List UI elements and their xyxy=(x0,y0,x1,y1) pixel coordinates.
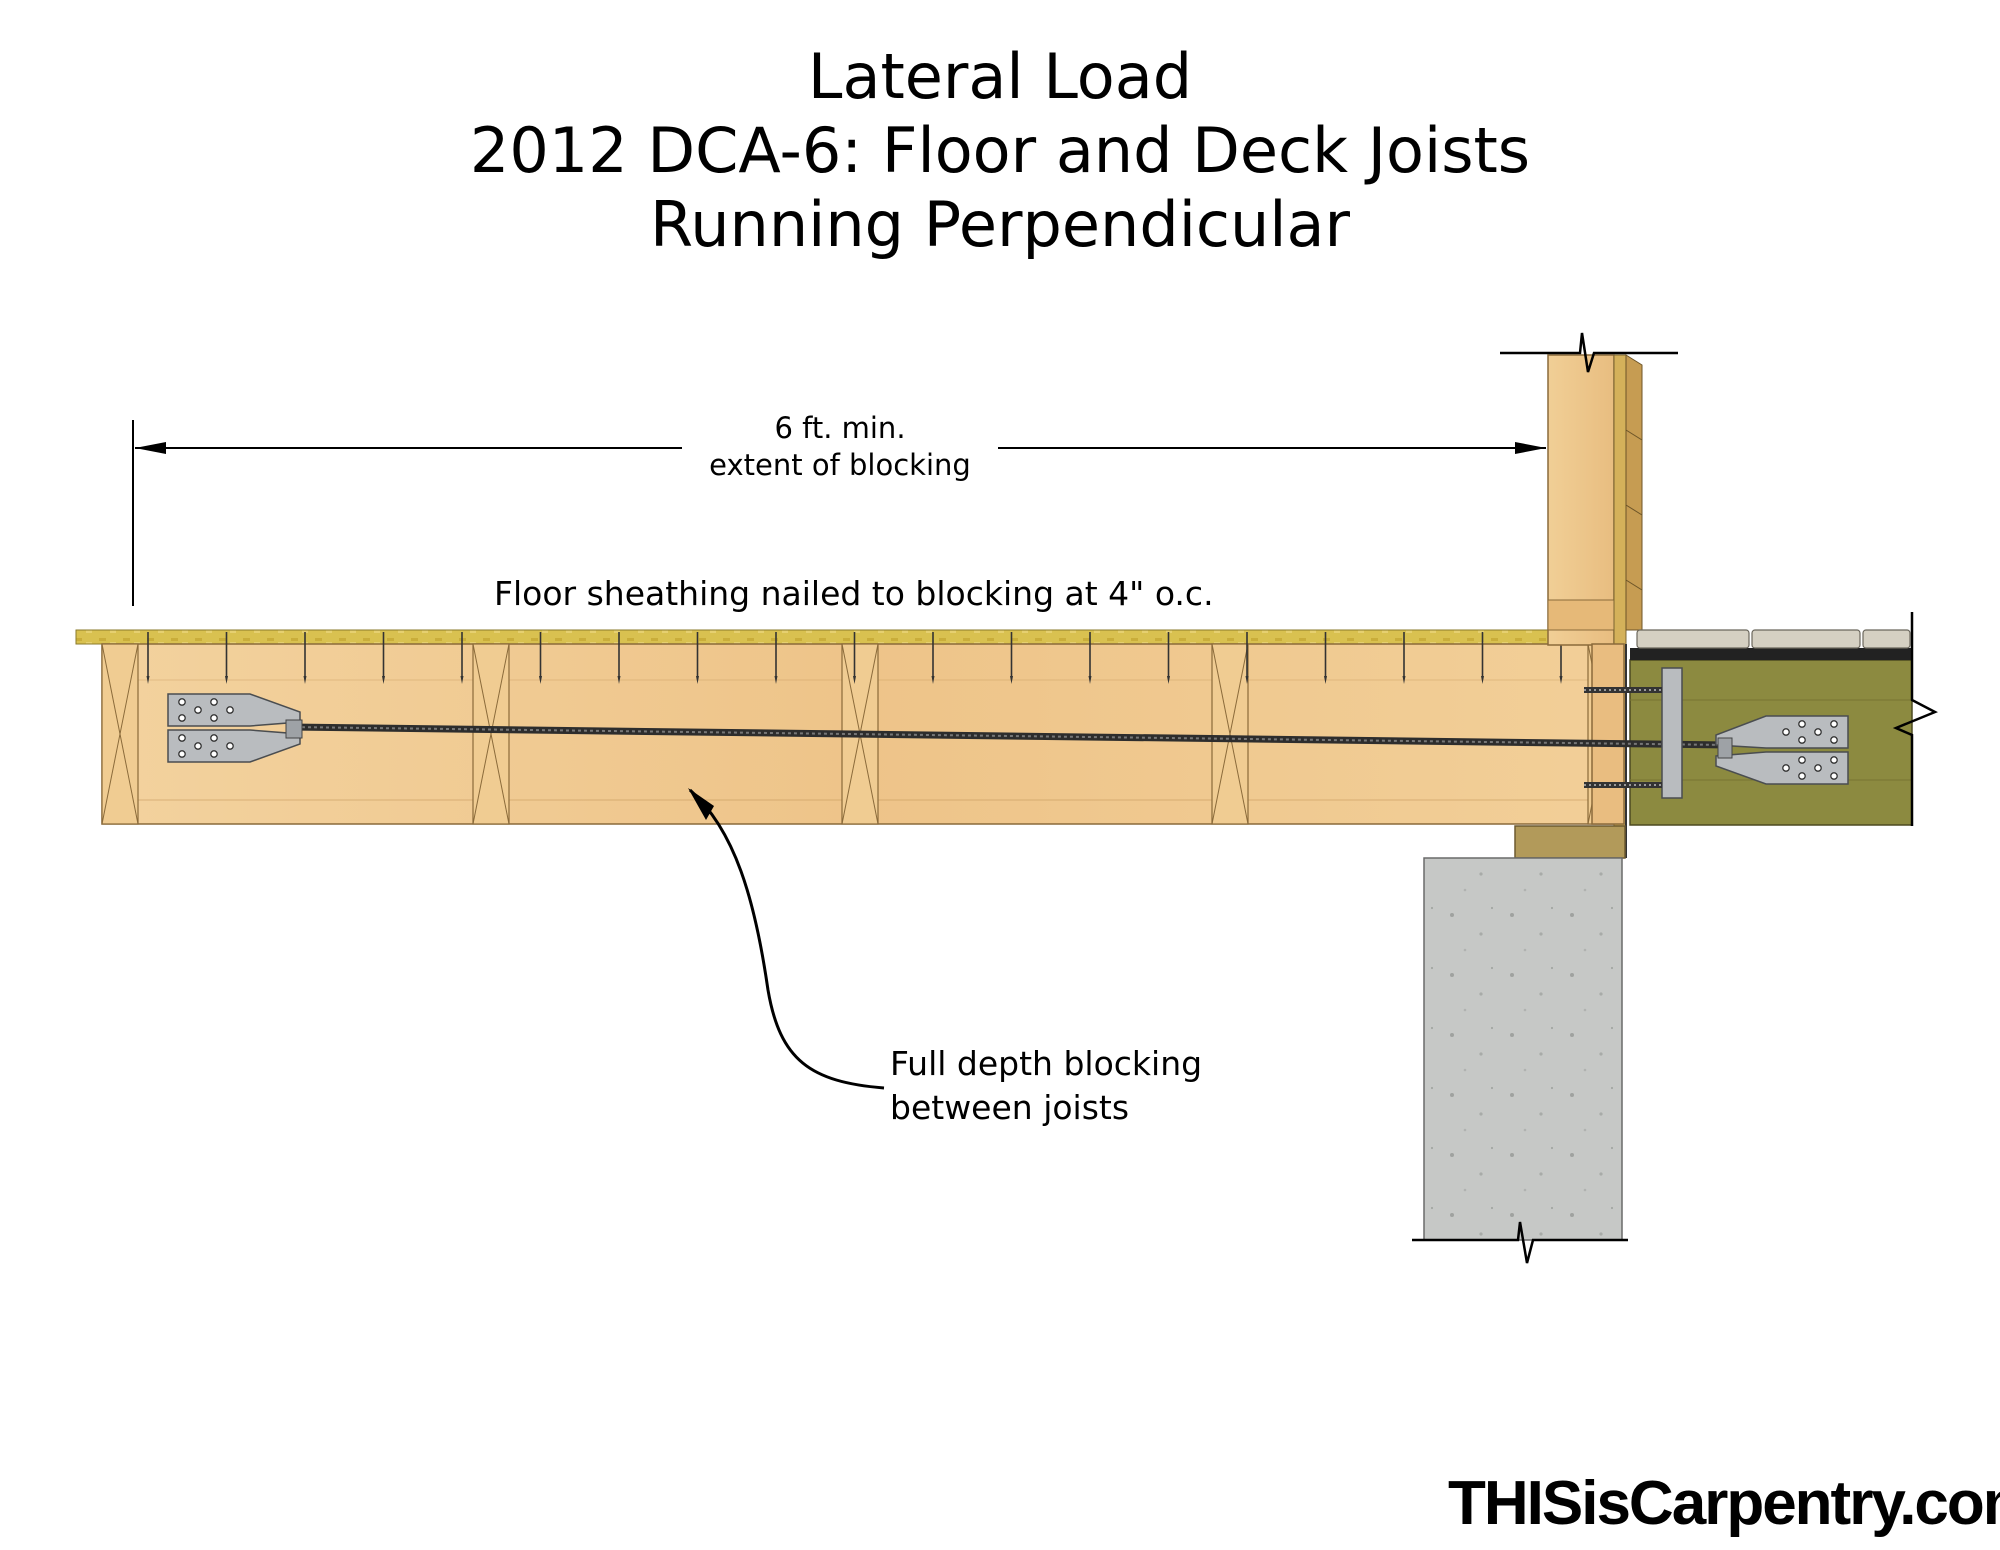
deck-board xyxy=(1751,629,1861,649)
bolt-hole xyxy=(226,706,234,714)
nail xyxy=(460,632,464,684)
dimension-arrow-right xyxy=(1515,442,1546,454)
nail xyxy=(382,632,385,684)
nail xyxy=(1324,632,1327,684)
nail xyxy=(1088,632,1092,684)
dimension-label-line-2: extent of blocking xyxy=(709,448,971,482)
bolt-hole xyxy=(1782,728,1790,736)
left-hold-down-bracket xyxy=(167,693,303,763)
title-line-3: Running Perpendicular xyxy=(649,188,1351,261)
nail xyxy=(1010,632,1013,684)
bolt-hole xyxy=(178,714,186,722)
bolt-hole xyxy=(210,750,218,758)
bolt-hole xyxy=(194,742,202,750)
nail xyxy=(853,632,856,684)
deck-board xyxy=(1636,629,1750,649)
bolt-hole xyxy=(178,698,186,706)
blocking-callout-line-1: Full depth blocking xyxy=(890,1044,1203,1083)
threaded-rod xyxy=(289,723,1729,749)
nail xyxy=(539,632,542,684)
nail xyxy=(617,632,621,684)
bolt-hole xyxy=(1798,736,1806,744)
dimension-arrow-left xyxy=(135,442,166,454)
bolt-hole xyxy=(1798,720,1806,728)
nail xyxy=(1402,632,1406,684)
floor-sheathing xyxy=(75,629,1619,645)
sill-plate xyxy=(1514,825,1626,859)
blocking-callout-line-2: between joists xyxy=(890,1088,1130,1127)
wall-break-line xyxy=(1500,332,1678,373)
nail xyxy=(696,632,699,684)
nail xyxy=(146,632,150,684)
wall-stud xyxy=(1547,354,1615,646)
nail xyxy=(303,632,307,684)
bolt-hole xyxy=(178,750,186,758)
blocking-leader-arrowhead xyxy=(688,788,714,820)
deck-flashing xyxy=(1630,648,1912,660)
joist-section xyxy=(472,643,510,825)
rim-joist xyxy=(1591,643,1625,825)
nail xyxy=(931,632,935,684)
bolt-hole xyxy=(1830,736,1838,744)
ledger-connector xyxy=(1661,667,1683,799)
nail xyxy=(774,632,778,684)
concrete-foundation xyxy=(1423,857,1623,1241)
deck-break-line xyxy=(1892,612,1938,826)
nail xyxy=(1481,632,1484,684)
wall-siding xyxy=(1625,354,1643,631)
dimension-label-line-1: 6 ft. min. xyxy=(774,411,906,445)
sheathing-nails xyxy=(146,632,1563,684)
nail xyxy=(1245,632,1249,684)
brand-logo: THISisCarpentry.com xyxy=(1448,1469,2000,1538)
title-line-1: Lateral Load xyxy=(807,40,1193,113)
title-line-2: 2012 DCA-6: Floor and Deck Joists xyxy=(469,114,1531,187)
foundation-break-line xyxy=(1412,1221,1628,1264)
sheathing-callout: Floor sheathing nailed to blocking at 4"… xyxy=(494,574,1214,613)
bolt-hole xyxy=(1814,728,1822,736)
bolt-hole xyxy=(1798,756,1806,764)
bolt-hole xyxy=(1798,772,1806,780)
blocking-callout: Full depth blocking between joists xyxy=(890,1042,1202,1130)
bolt-hole xyxy=(194,706,202,714)
right-hold-down-bracket xyxy=(1715,715,1849,785)
bolt-hole xyxy=(1830,756,1838,764)
joist-section xyxy=(1211,643,1249,825)
bolt-hole xyxy=(1830,720,1838,728)
joist-section xyxy=(101,643,139,825)
bolt-hole xyxy=(210,714,218,722)
bottom-plate xyxy=(1547,599,1615,631)
nail xyxy=(225,632,228,684)
bolt-hole xyxy=(178,734,186,742)
bolt-hole xyxy=(1782,764,1790,772)
bolt-hole xyxy=(210,698,218,706)
diagram-title: Lateral Load 2012 DCA-6: Floor and Deck … xyxy=(0,40,2000,262)
bolt-hole xyxy=(226,742,234,750)
dimension-label: 6 ft. min. extent of blocking xyxy=(640,410,1040,484)
bolt-hole xyxy=(1814,764,1822,772)
deck-board xyxy=(1862,629,1911,649)
bolt-hole xyxy=(1830,772,1838,780)
blocking-leader-line xyxy=(689,788,885,1090)
bolt-hole xyxy=(210,734,218,742)
nail xyxy=(1167,632,1170,684)
